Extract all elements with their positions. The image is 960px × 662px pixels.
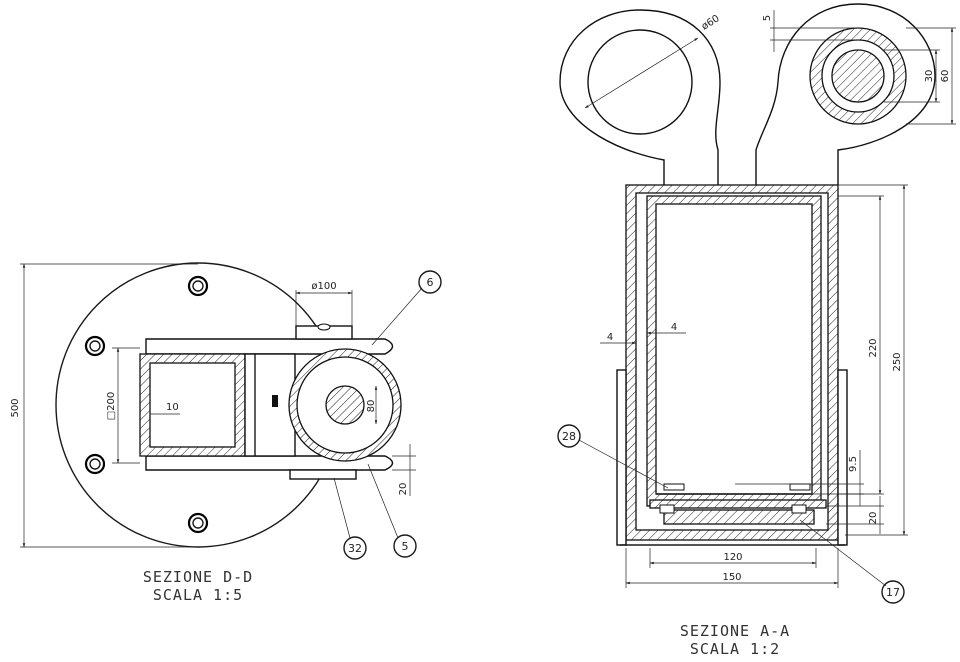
dim-inner-width: 120	[723, 552, 742, 563]
dim-overall-height: 500	[10, 398, 21, 417]
dim-outer-width: 150	[722, 572, 741, 583]
dim-pin-diameter: ø100	[311, 281, 336, 292]
dd-dimensions: 500 ø100 □200 10 80 20	[10, 263, 416, 548]
dim-gap-95: 9.5	[848, 456, 859, 472]
dim-inner-height: 220	[868, 338, 879, 357]
callout-6: 6	[427, 276, 434, 289]
dim-wall: 10	[166, 402, 179, 413]
eye-pin-section	[831, 49, 885, 103]
callout-32: 32	[348, 542, 362, 555]
section-aa-title: SEZIONE A-A	[680, 622, 790, 640]
dim-top-gap: 5	[762, 15, 773, 21]
section-aa-scale: SCALA 1:2	[690, 640, 780, 658]
pin-bottom	[289, 469, 357, 480]
dim-plate: 20	[398, 483, 409, 496]
right-guide	[837, 369, 848, 546]
callout-5: 5	[402, 540, 409, 553]
dim-wall-left: 4	[607, 332, 613, 343]
section-aa-view: ø60 5 30 60 4 4 220 250	[557, 3, 956, 658]
section-dd-title: SEZIONE D-D	[143, 568, 253, 586]
dd-callouts: 6 5 32	[333, 270, 442, 560]
dim-box-width: □200	[106, 392, 117, 421]
dim-hole: 80	[366, 400, 377, 413]
dim-eye-diameter: ø60	[700, 13, 722, 32]
base-plate-aa	[649, 499, 827, 509]
bottom-pad	[663, 509, 815, 525]
bolt-holes	[84, 275, 209, 534]
aa-callouts: 28 17	[557, 424, 905, 604]
left-guide	[616, 369, 627, 546]
dim-wall-right: 4	[671, 322, 677, 333]
dim-base-20: 20	[868, 512, 879, 525]
callout-17: 17	[886, 586, 900, 599]
section-dd-view: 500 ø100 □200 10 80 20 6 5	[10, 262, 442, 604]
callout-28: 28	[562, 430, 576, 443]
aa-dimensions: ø60 5 30 60 4 4 220 250	[584, 10, 956, 588]
dim-pin-60: 60	[940, 70, 951, 83]
dim-outer-height: 250	[892, 352, 903, 371]
dim-pin-30: 30	[924, 70, 935, 83]
connector-block	[244, 353, 296, 457]
pin-section	[325, 385, 365, 425]
section-dd-scale: SCALA 1:5	[153, 586, 243, 604]
